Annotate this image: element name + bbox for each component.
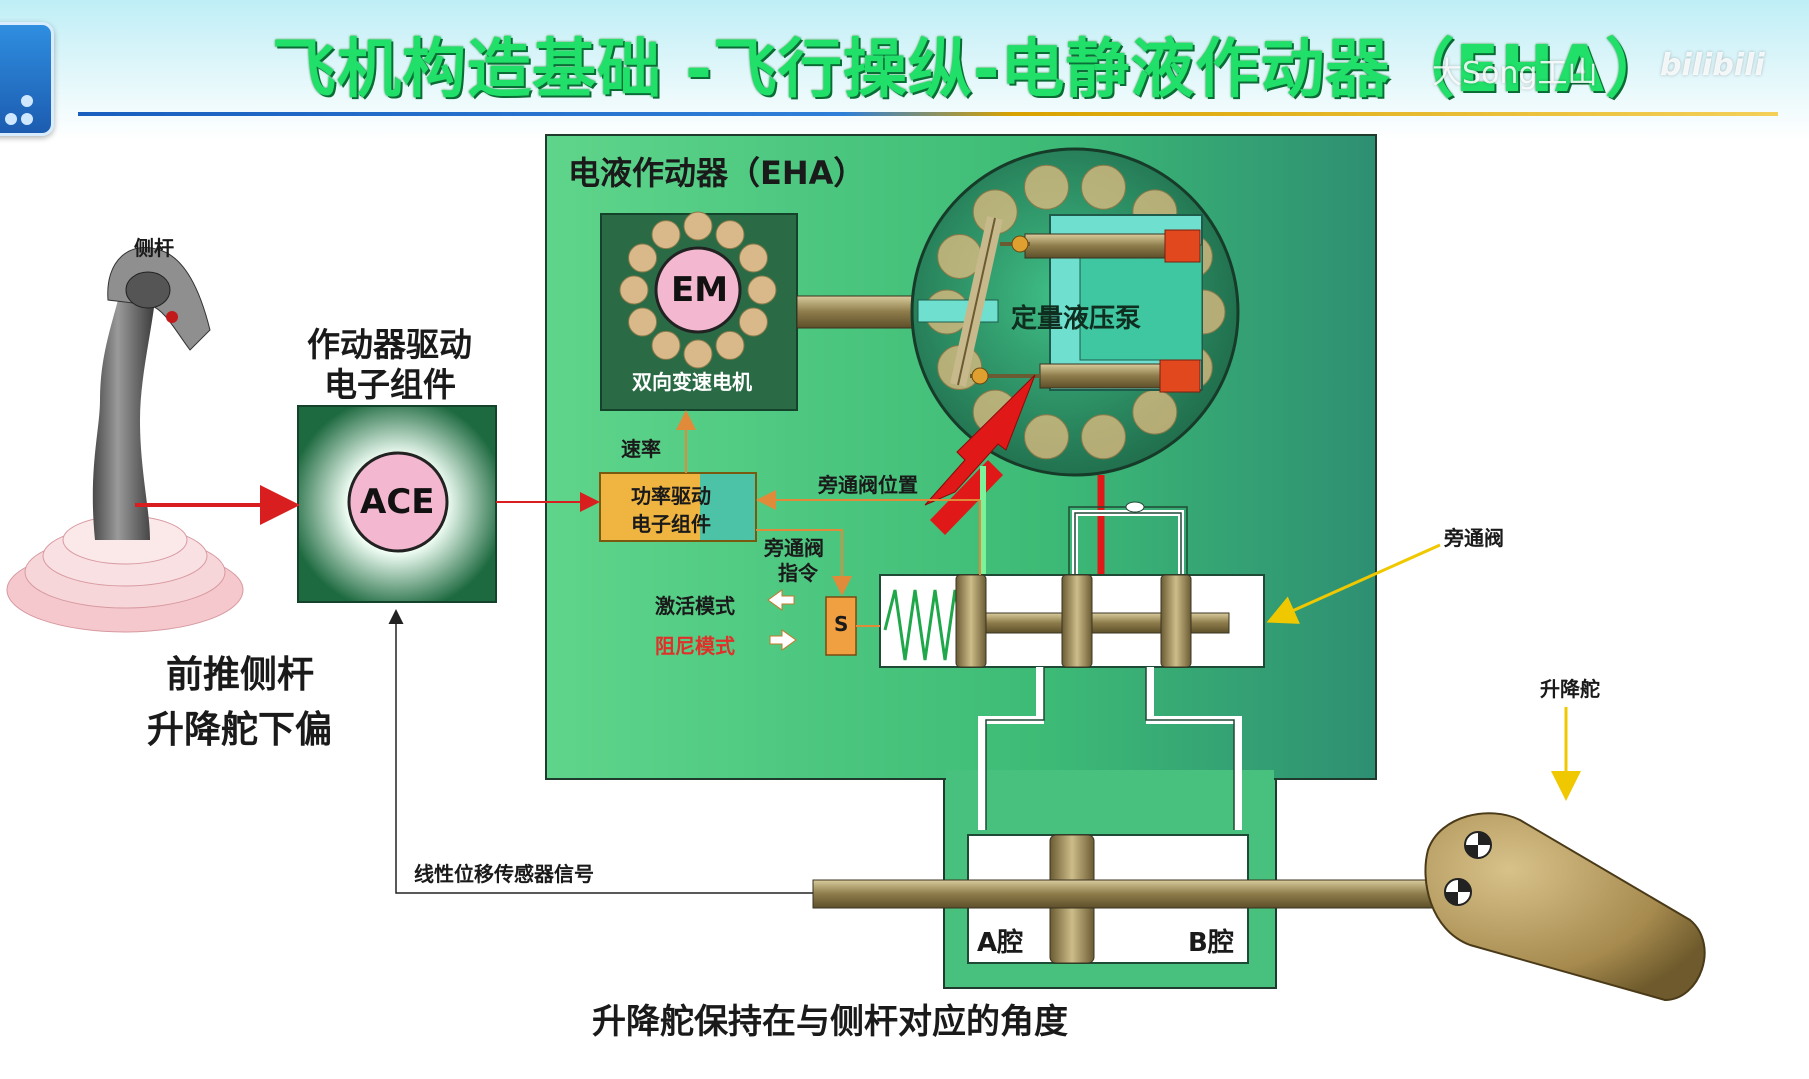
ace-label: ACE: [360, 482, 435, 522]
pump-label: 定量液压泵: [1011, 304, 1142, 334]
ace-title-line2: 电子组件: [324, 365, 456, 404]
pde-line1: 功率驱动: [631, 484, 711, 508]
hydraulic-lines: [980, 466, 1188, 575]
push-stick-line2: 升降舵下偏: [147, 708, 332, 751]
push-stick-line1: 前推侧杆: [166, 653, 314, 696]
header-divider: [78, 112, 1778, 116]
rotor-ball: [1132, 389, 1178, 435]
bypass-valve-body: [879, 574, 1265, 668]
side-stick-label: 侧杆: [134, 236, 174, 260]
rotor-ball: [619, 275, 649, 305]
ace-box: [297, 405, 497, 603]
bypass-command-line1: 旁通阀: [764, 536, 824, 560]
solenoid-box: [825, 596, 857, 656]
piston-rod: [812, 879, 1454, 909]
damping-mode-label: 阻尼模式: [655, 634, 735, 658]
elevator-label: 升降舵: [1540, 677, 1600, 701]
rate-label: 速率: [621, 437, 661, 461]
solenoid-label: S: [834, 612, 849, 636]
bypass-position-label: 旁通阀位置: [818, 473, 918, 497]
motor-shaft: [796, 295, 913, 329]
pump-assembly: [910, 147, 1240, 477]
bypass-valve-pointer: [1266, 543, 1441, 624]
feedback-signal-line: [388, 609, 813, 894]
rotor-ball: [628, 243, 658, 273]
motor-label: 双向变速电机: [632, 370, 752, 394]
bypass-command-arrow: [756, 529, 852, 596]
rotor-ball: [715, 220, 745, 250]
bypass-command-line2: 指令: [778, 561, 818, 585]
activate-mode-label: 激活模式: [655, 594, 735, 618]
rotor-ball: [747, 275, 777, 305]
rotor-ball: [683, 339, 713, 369]
watermark-site: bilibili: [1660, 48, 1765, 83]
bypass-valve-label: 旁通阀: [1444, 526, 1504, 550]
em-label: EM: [671, 270, 729, 310]
elevator-surface: [1424, 812, 1706, 1002]
power-drive-box: [599, 472, 757, 542]
caption: 升降舵保持在与侧杆对应的角度: [592, 1002, 1068, 1042]
rotor-ball: [738, 243, 768, 273]
rotor-ball: [1024, 414, 1070, 460]
rotor-ball: [651, 220, 681, 250]
ace-title-line1: 作动器驱动: [307, 325, 472, 364]
rotor-ball: [628, 307, 658, 337]
rotor-ball: [1080, 414, 1126, 460]
watermark-author: 大Song工山: [1432, 56, 1598, 91]
page-title: 飞机构造基础 -飞行操纵-电静液作动器（EHA）: [272, 33, 1671, 107]
rotor-ball: [1080, 164, 1126, 210]
pde-line2: 电子组件: [631, 512, 711, 536]
rotor-ball: [715, 330, 745, 360]
rotor-ball: [651, 330, 681, 360]
activate-mode-arrow-icon: [767, 589, 795, 611]
rotor-ball: [738, 307, 768, 337]
motor-box: [600, 211, 798, 411]
lvdt-signal-label: 线性位移传感器信号: [414, 862, 594, 886]
side-stick-icon: [6, 246, 244, 633]
header-banner: [0, 0, 1809, 140]
actuator-ports: [978, 667, 1242, 830]
rotor-ball: [683, 211, 713, 241]
damping-mode-arrow-icon: [769, 629, 797, 651]
pump-highlight-arrow: [924, 374, 1036, 506]
chamber-b-label: B腔: [1188, 928, 1234, 958]
presentation-logo-icon: [0, 22, 54, 136]
rotor-ball: [1024, 164, 1070, 210]
chamber-a-label: A腔: [977, 928, 1024, 958]
eha-title: 电液作动器（EHA）: [568, 154, 866, 192]
